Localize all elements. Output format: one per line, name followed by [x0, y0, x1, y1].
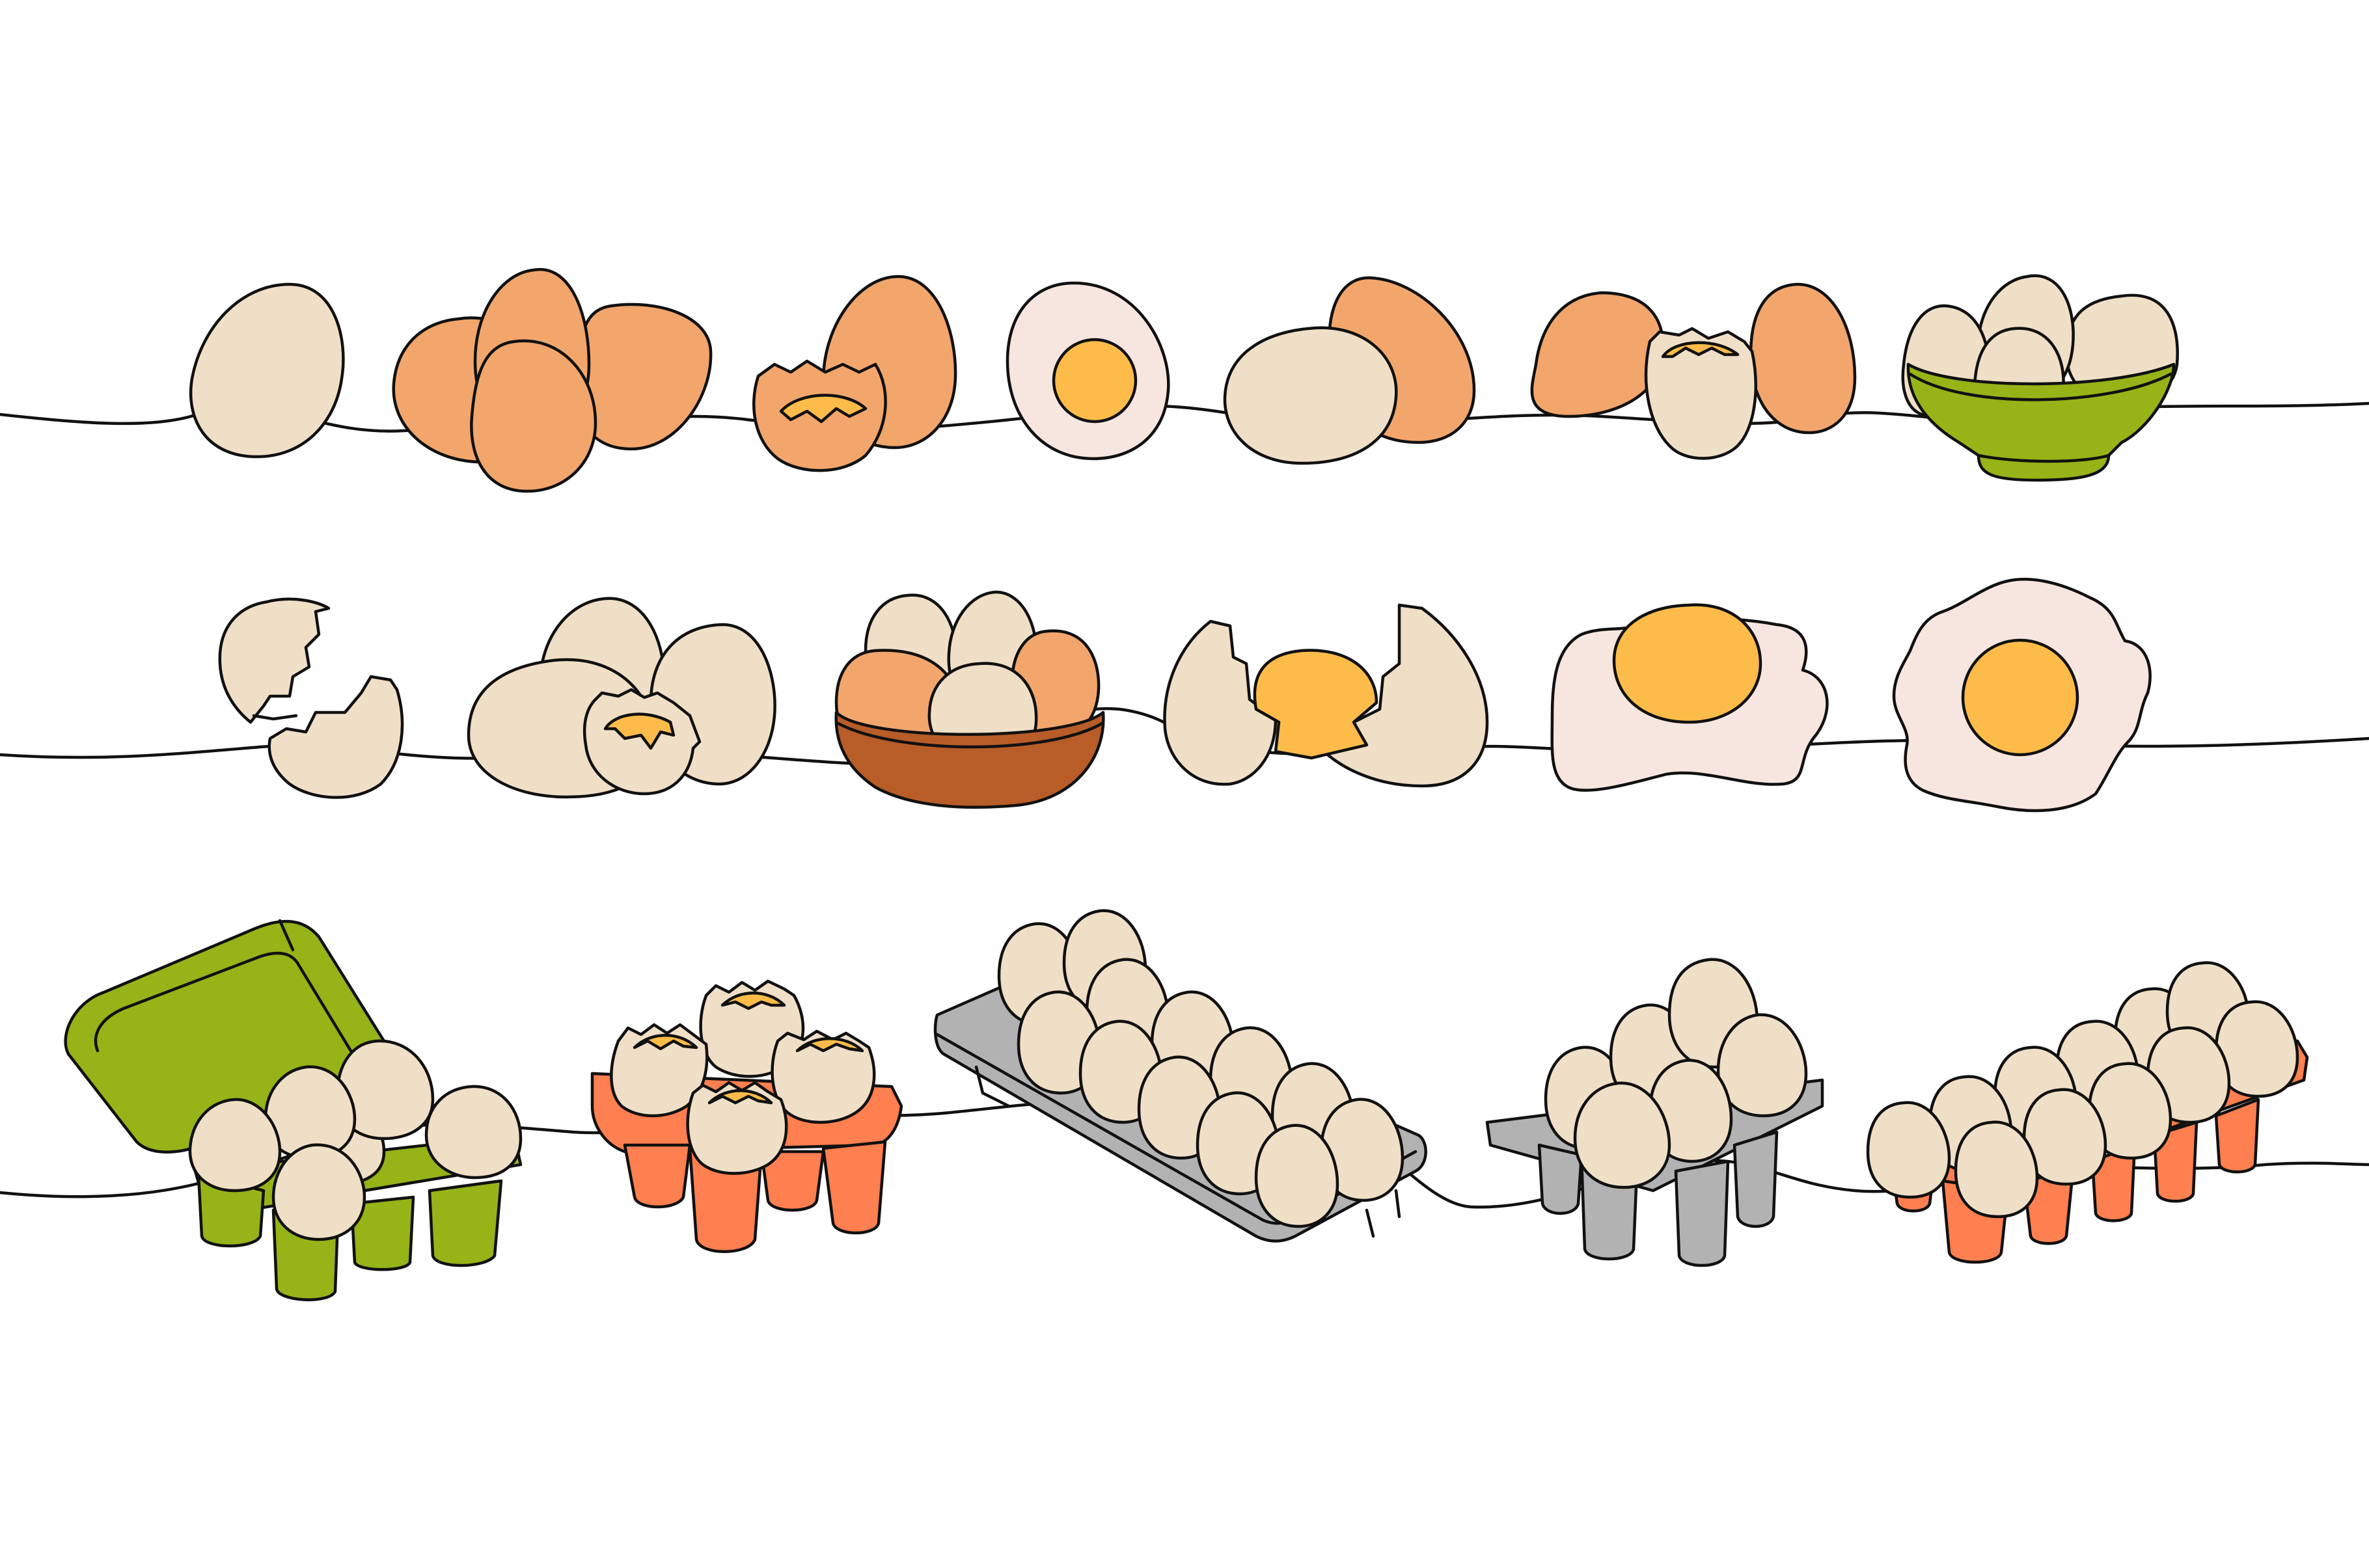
- broken-eggshell-icon: [218, 597, 404, 799]
- two-eggs-icon: [1223, 276, 1476, 465]
- cracked-egg-cup-2: [610, 1023, 709, 1118]
- cracked-brown-egg-icon: [752, 275, 957, 472]
- cracked-egg-cup-3: [771, 1029, 876, 1124]
- raw-egg-splat-icon: [1550, 603, 1829, 792]
- white-eggs-group-icon: [467, 597, 776, 799]
- halved-boiled-egg-icon: [1006, 281, 1170, 461]
- green-bowl-eggs-icon: [1901, 274, 2179, 482]
- row-2: [0, 578, 2369, 813]
- brown-eggs-group-icon: [392, 267, 713, 493]
- grey-tray-twelve-eggs-icon: [933, 909, 1427, 1243]
- grey-carton-six-eggs-icon: [1485, 958, 1824, 1267]
- cracked-egg-cup-4: [686, 1081, 788, 1175]
- cracked-egg-yolk-icon: [1163, 603, 1489, 788]
- green-open-carton-icon: [64, 919, 523, 1301]
- row-3: [0, 909, 2369, 1301]
- orange-carton-cracked-eggs-icon: [590, 979, 903, 1253]
- white-egg-icon: [189, 282, 345, 459]
- row-1: [0, 267, 2369, 493]
- brown-bowl-eggs-icon: [834, 590, 1105, 809]
- fried-egg-icon: [1892, 578, 2152, 813]
- eggs-with-open-egg-icon: [1530, 282, 1857, 460]
- orange-carton-twelve-eggs-icon: [1866, 961, 2309, 1264]
